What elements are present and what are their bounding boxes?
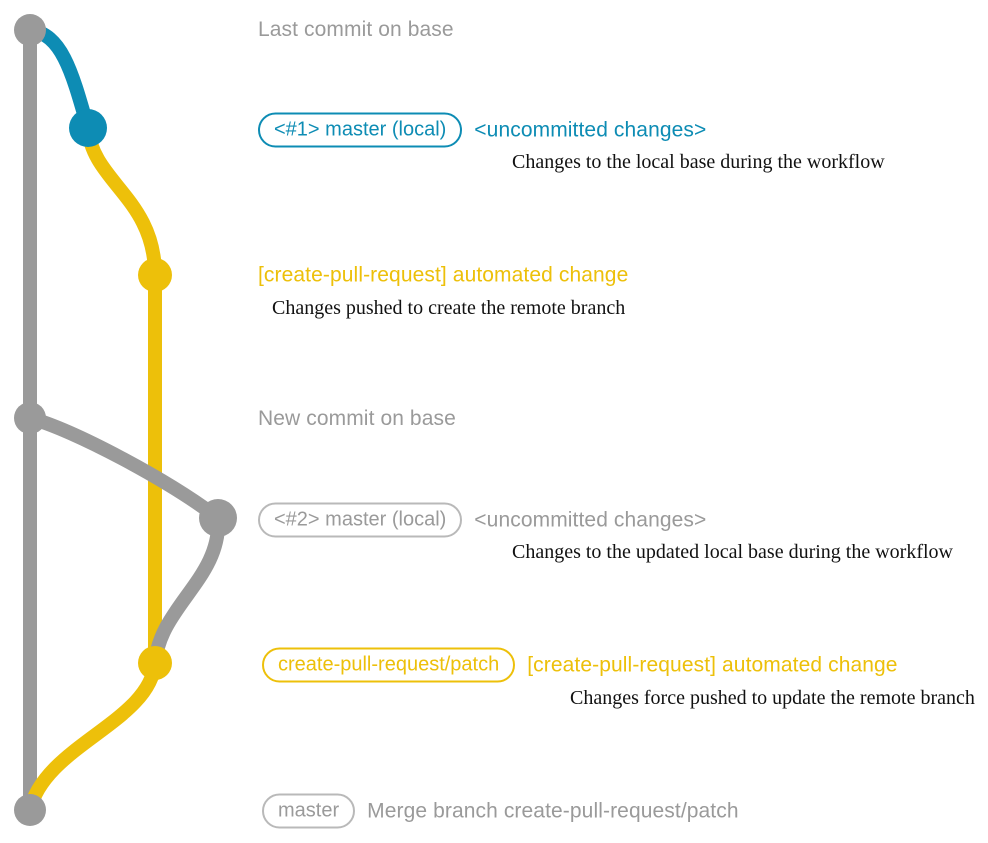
node-base-last[interactable]	[14, 14, 46, 46]
node-local-2[interactable]	[199, 499, 237, 537]
commit-heading-new-commit: New commit on base	[258, 407, 456, 430]
commit-description-patch-1: Changes pushed to create the remote bran…	[272, 297, 626, 319]
commit-row-patch-2: create-pull-request/patch [create-pull-r…	[262, 647, 898, 683]
commit-description-patch-2: Changes force pushed to update the remot…	[570, 687, 975, 709]
commit-description-local-2: Changes to the updated local base during…	[512, 541, 953, 563]
edge-local-2-to-patch-2	[148, 511, 226, 670]
branch-pill-create-pull-request-patch[interactable]: create-pull-request/patch	[262, 647, 516, 683]
node-local-1[interactable]	[69, 109, 107, 147]
edge-base-new-to-local-2	[23, 411, 225, 525]
node-base-merge[interactable]	[14, 794, 46, 826]
commit-subject-local-1: <uncommitted changes>	[474, 118, 707, 142]
commit-row-local-2: <#2> master (local) <uncommitted changes…	[258, 502, 707, 538]
commit-description-local-1: Changes to the local base during the wor…	[512, 151, 885, 173]
commit-row-patch-1: [create-pull-request] automated change	[258, 265, 628, 286]
node-patch-1[interactable]	[138, 258, 172, 292]
node-patch-2[interactable]	[138, 646, 172, 680]
node-base-new[interactable]	[14, 402, 46, 434]
commit-subject-local-2: <uncommitted changes>	[474, 508, 707, 532]
commit-row-local-1: <#1> master (local) <uncommitted changes…	[258, 112, 707, 148]
commit-nodes	[14, 14, 237, 826]
commit-subject-merge: Merge branch create-pull-request/patch	[367, 799, 739, 823]
edge-patch-2-to-merge	[23, 656, 162, 817]
branch-pill-master-local-2[interactable]: <#2> master (local)	[258, 502, 463, 538]
commit-row-merge: master Merge branch create-pull-request/…	[262, 793, 739, 829]
commit-subject-patch-2: [create-pull-request] automated change	[527, 653, 898, 677]
commit-subject-patch-1: [create-pull-request] automated change	[258, 263, 629, 287]
branch-pill-master-local-1[interactable]: <#1> master (local)	[258, 112, 463, 148]
branch-pill-master[interactable]: master	[262, 793, 356, 829]
commit-heading-last-commit: Last commit on base	[258, 18, 454, 41]
